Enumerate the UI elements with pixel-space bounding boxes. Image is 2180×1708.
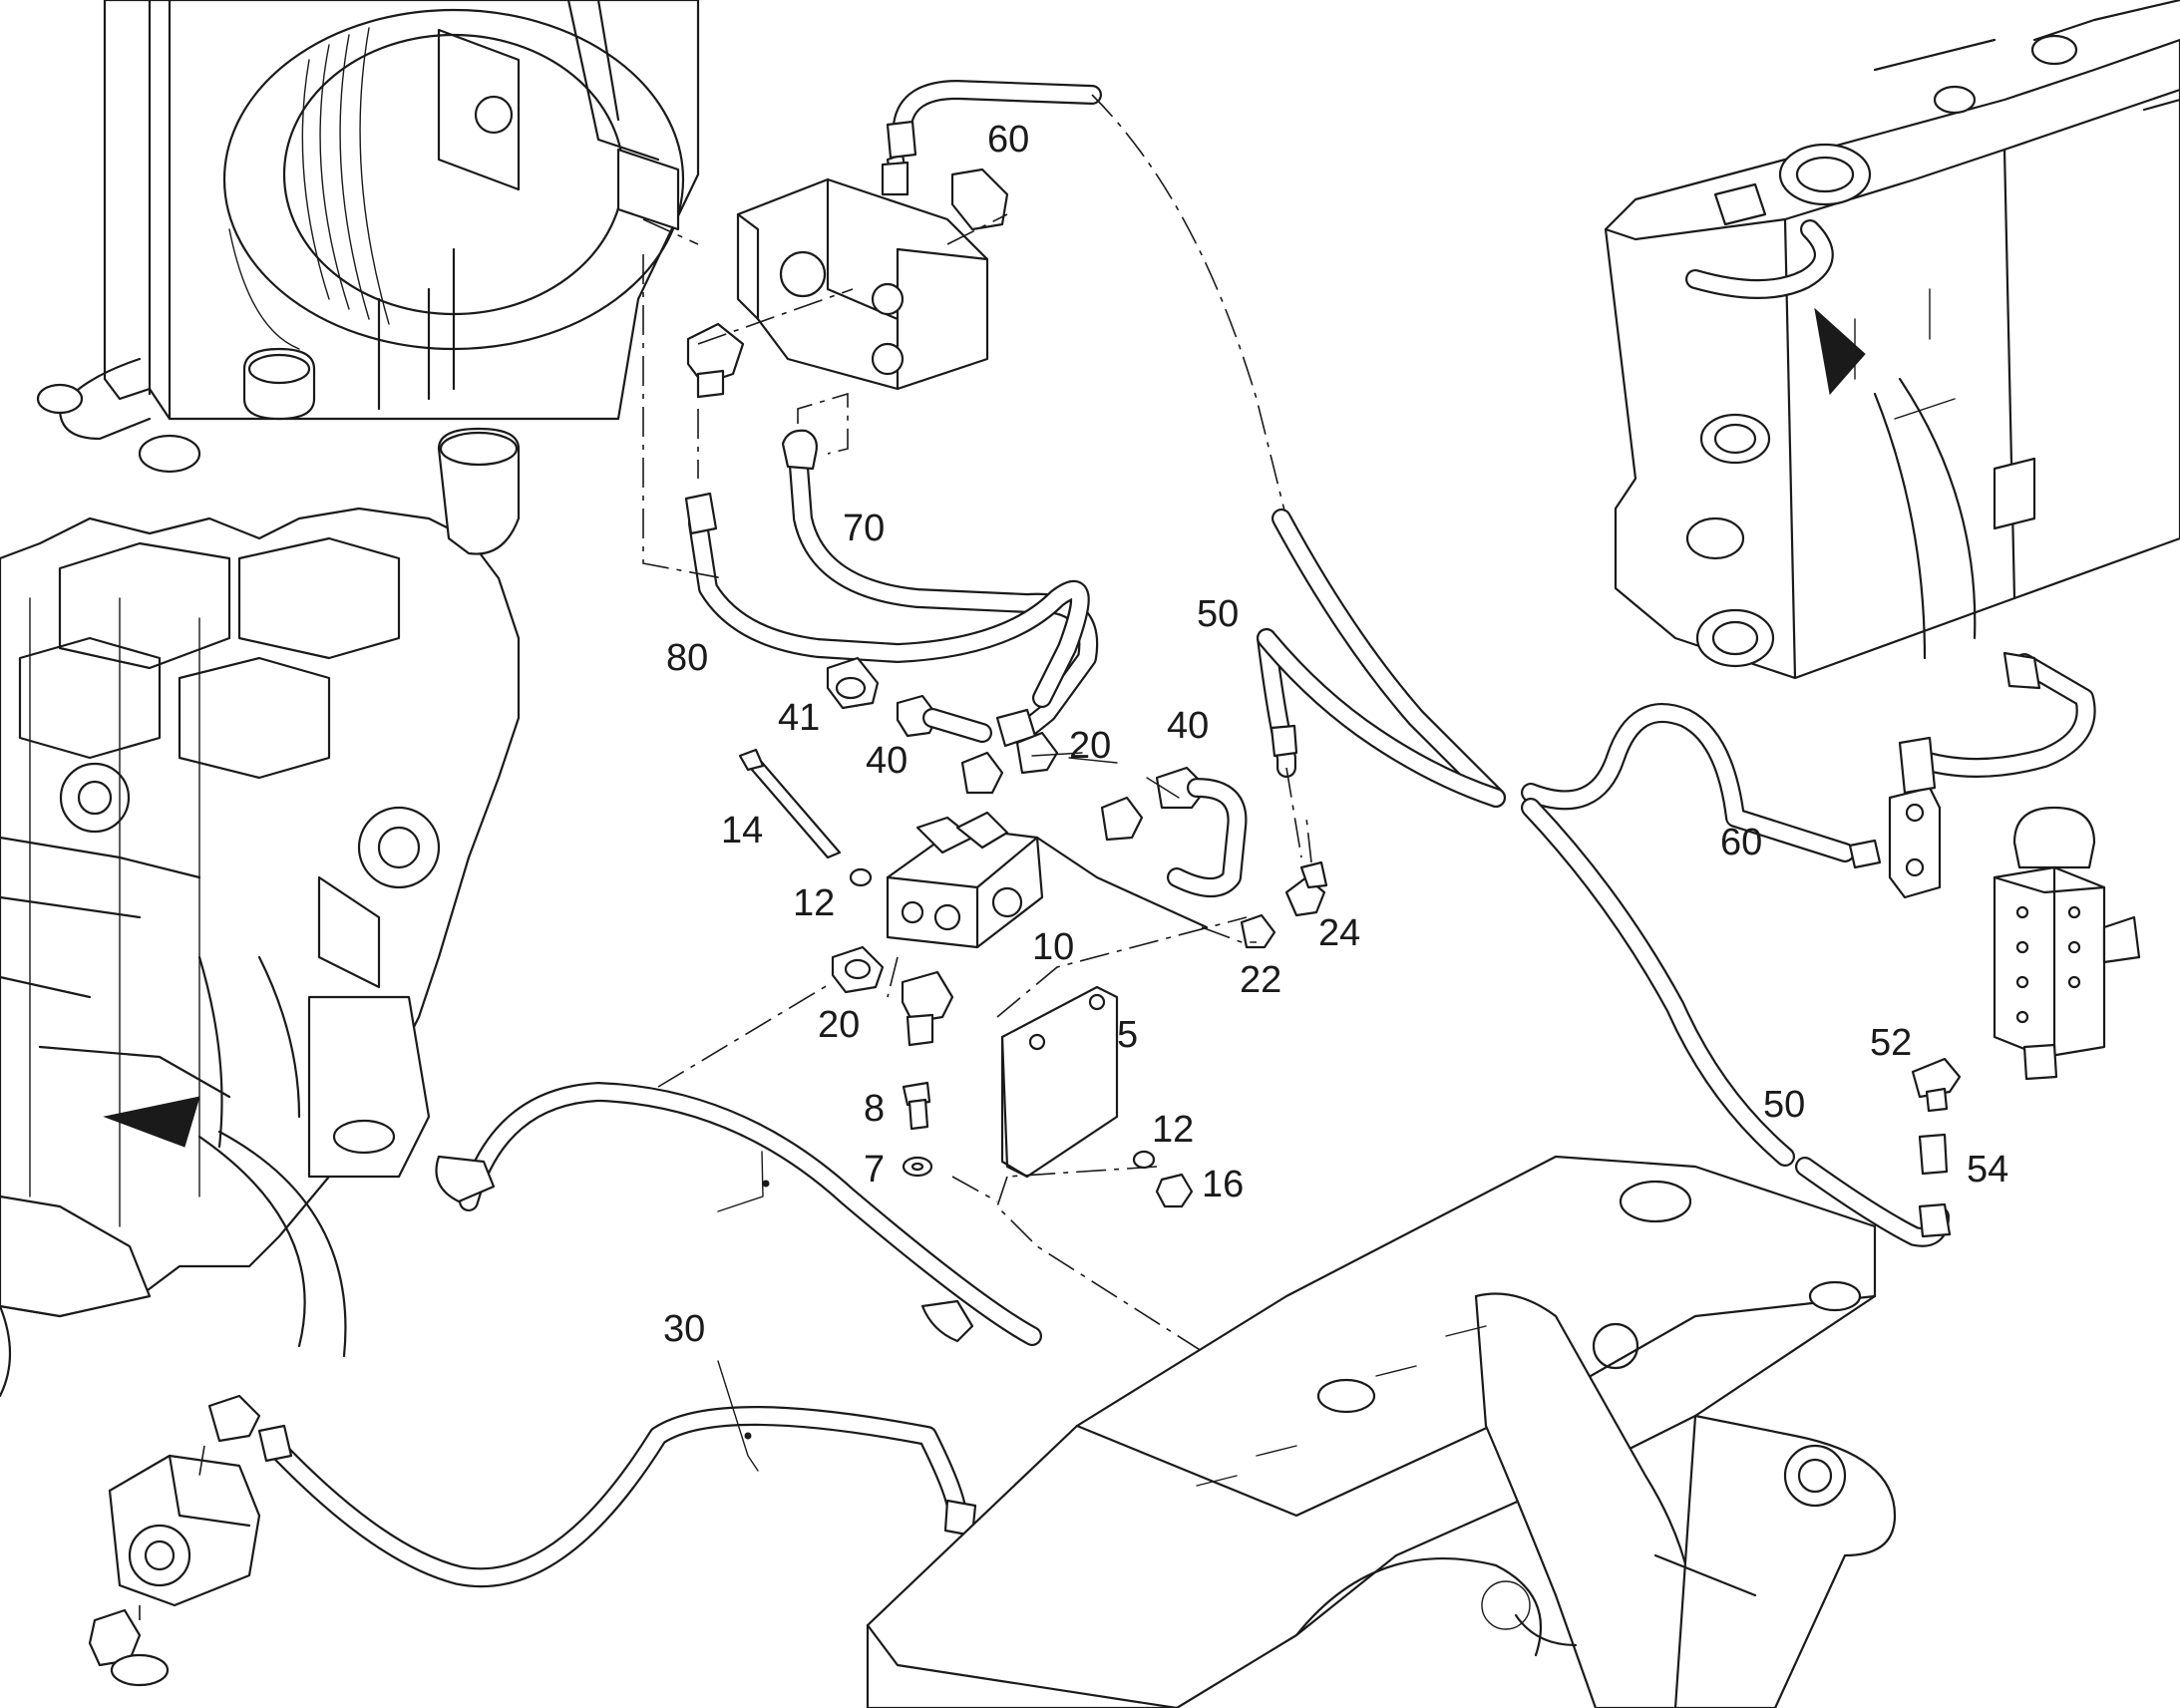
callout-80: 80 <box>666 637 708 679</box>
hose-30-marker-lower <box>744 1432 752 1440</box>
callout-50-lower: 50 <box>1763 1084 1805 1126</box>
callout-22: 22 <box>1240 959 1281 1001</box>
washer-12-upper <box>849 867 873 887</box>
callout-24: 24 <box>1318 912 1360 954</box>
hose-60-right <box>1521 651 2096 862</box>
fitting-41 <box>826 656 880 710</box>
hose-50-lower <box>1521 798 1952 1247</box>
callout-20-lower: 20 <box>818 1004 860 1046</box>
fitting-20-right <box>1100 796 1144 842</box>
callout-5: 5 <box>1117 1014 1138 1056</box>
auxiliary-pump <box>88 1394 261 1687</box>
hose-60-upper <box>881 80 1287 519</box>
gear-pump <box>642 153 1009 399</box>
chassis-frame <box>866 1155 1897 1708</box>
callout-60-right: 60 <box>1720 822 1762 863</box>
callout-50-upper: 50 <box>1197 593 1239 635</box>
valve-60-right <box>1848 736 1942 899</box>
callout-52: 52 <box>1870 1022 1912 1064</box>
bolt-8 <box>902 1081 931 1131</box>
callout-8: 8 <box>864 1088 885 1130</box>
fitting-20-lower <box>831 945 885 994</box>
nut-16 <box>1155 1173 1194 1208</box>
radiator-cooler <box>36 0 700 474</box>
hydraulic-tank <box>1604 0 2180 680</box>
fitting-20-pair <box>960 731 1059 795</box>
fitting-22-24 <box>1201 817 1328 949</box>
hose-50-upper <box>1257 509 1506 858</box>
hose-70 <box>781 392 1099 748</box>
callout-12-lower: 12 <box>1152 1109 1194 1151</box>
hose-80 <box>642 254 1090 708</box>
accumulator-block <box>1993 806 2141 1081</box>
engine-block <box>0 427 521 1398</box>
hose-30-marker-upper <box>762 1180 770 1188</box>
bolt-14 <box>738 748 842 859</box>
callout-30: 30 <box>663 1308 705 1350</box>
callout-7: 7 <box>864 1149 885 1191</box>
fitting-40-right <box>1155 766 1248 897</box>
hose-30 <box>257 1082 1042 1588</box>
callout-20-upper: 20 <box>1069 725 1111 767</box>
fitting-40-upper <box>896 694 992 743</box>
callout-14: 14 <box>721 810 763 852</box>
callout-40-right: 40 <box>1167 705 1209 747</box>
washer-12-lower <box>1132 1150 1156 1170</box>
tank-pointer-arrow <box>1814 307 1977 660</box>
callout-70: 70 <box>843 508 885 549</box>
callout-41: 41 <box>778 697 820 739</box>
callout-16: 16 <box>1202 1164 1244 1205</box>
callout-leaders <box>717 752 1180 1472</box>
callout-60-upper: 60 <box>987 119 1029 161</box>
valve-block-10 <box>886 811 1209 1047</box>
callout-54: 54 <box>1967 1149 2008 1191</box>
callout-12-upper: 12 <box>793 882 835 924</box>
fitting-54 <box>1918 1133 1949 1176</box>
washer-7 <box>902 1156 933 1178</box>
fitting-52 <box>1911 1057 1962 1113</box>
callout-10: 10 <box>1032 926 1074 968</box>
callout-40-left: 40 <box>866 740 908 782</box>
engine-pointer-arrow <box>103 1096 347 1358</box>
